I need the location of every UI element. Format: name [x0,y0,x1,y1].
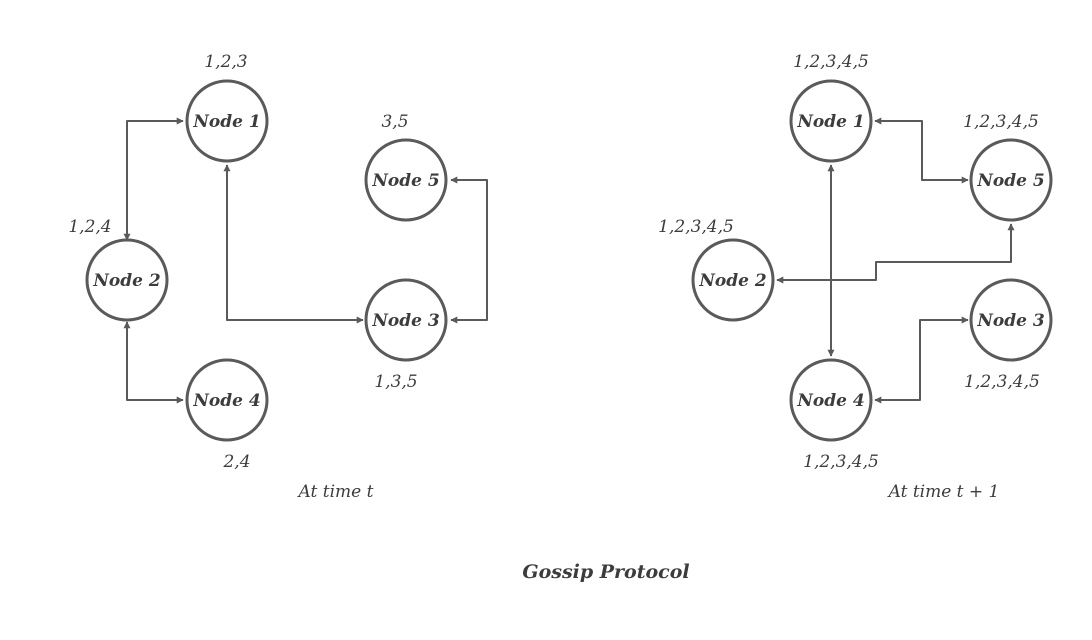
node-3: Node 3 [969,278,1053,362]
node-4: Node 4 [185,358,269,442]
edge-node4-node3 [874,316,969,404]
node-4-label: Node 4 [192,391,260,411]
node-5: Node 5 [969,138,1053,222]
caption-time-t: At time t [297,482,374,502]
node-5-set: 1,2,3,4,5 [963,112,1039,132]
panel-time-t: Node 1 1,2,3 Node 2 1,2,4 Node 3 1,3,5 N… [68,52,488,502]
node-4-set: 1,2,3,4,5 [803,452,879,472]
edge-node2-node4 [123,321,184,404]
node-5: Node 5 [364,138,448,222]
node-2: Node 2 [691,238,775,322]
node-5-set: 3,5 [381,112,408,132]
diagram-title: Gossip Protocol [522,561,689,583]
edge-node1-node3 [223,164,364,324]
edge-node1-node2 [123,117,184,241]
node-4: Node 4 [789,358,873,442]
node-2-set: 1,2,3,4,5 [658,217,734,237]
node-3-label: Node 3 [976,311,1044,331]
caption-time-t-plus-1: At time t + 1 [887,482,1000,502]
node-2: Node 2 [85,238,169,322]
node-2-label: Node 2 [92,271,160,291]
edge-node2-node5 [776,223,1015,284]
node-3-label: Node 3 [371,311,439,331]
node-1-set: 1,2,3,4,5 [793,52,869,72]
node-1-label: Node 1 [796,112,864,132]
node-5-label: Node 5 [976,171,1044,191]
node-1: Node 1 [789,79,873,163]
node-5-label: Node 5 [371,171,439,191]
edge-node5-node3 [450,176,488,324]
node-4-set: 2,4 [222,452,250,472]
node-3: Node 3 [364,278,448,362]
node-3-set: 1,3,5 [374,372,417,392]
node-1: Node 1 [185,79,269,163]
node-1-set: 1,2,3 [204,52,247,72]
node-2-set: 1,2,4 [68,217,111,237]
node-1-label: Node 1 [192,112,260,132]
node-4-label: Node 4 [796,391,864,411]
edge-node1-node5 [874,117,969,184]
panel-time-t-plus-1: Node 1 1,2,3,4,5 Node 2 1,2,3,4,5 Node 3… [658,52,1053,502]
node-3-set: 1,2,3,4,5 [964,372,1040,392]
node-2-label: Node 2 [698,271,766,291]
